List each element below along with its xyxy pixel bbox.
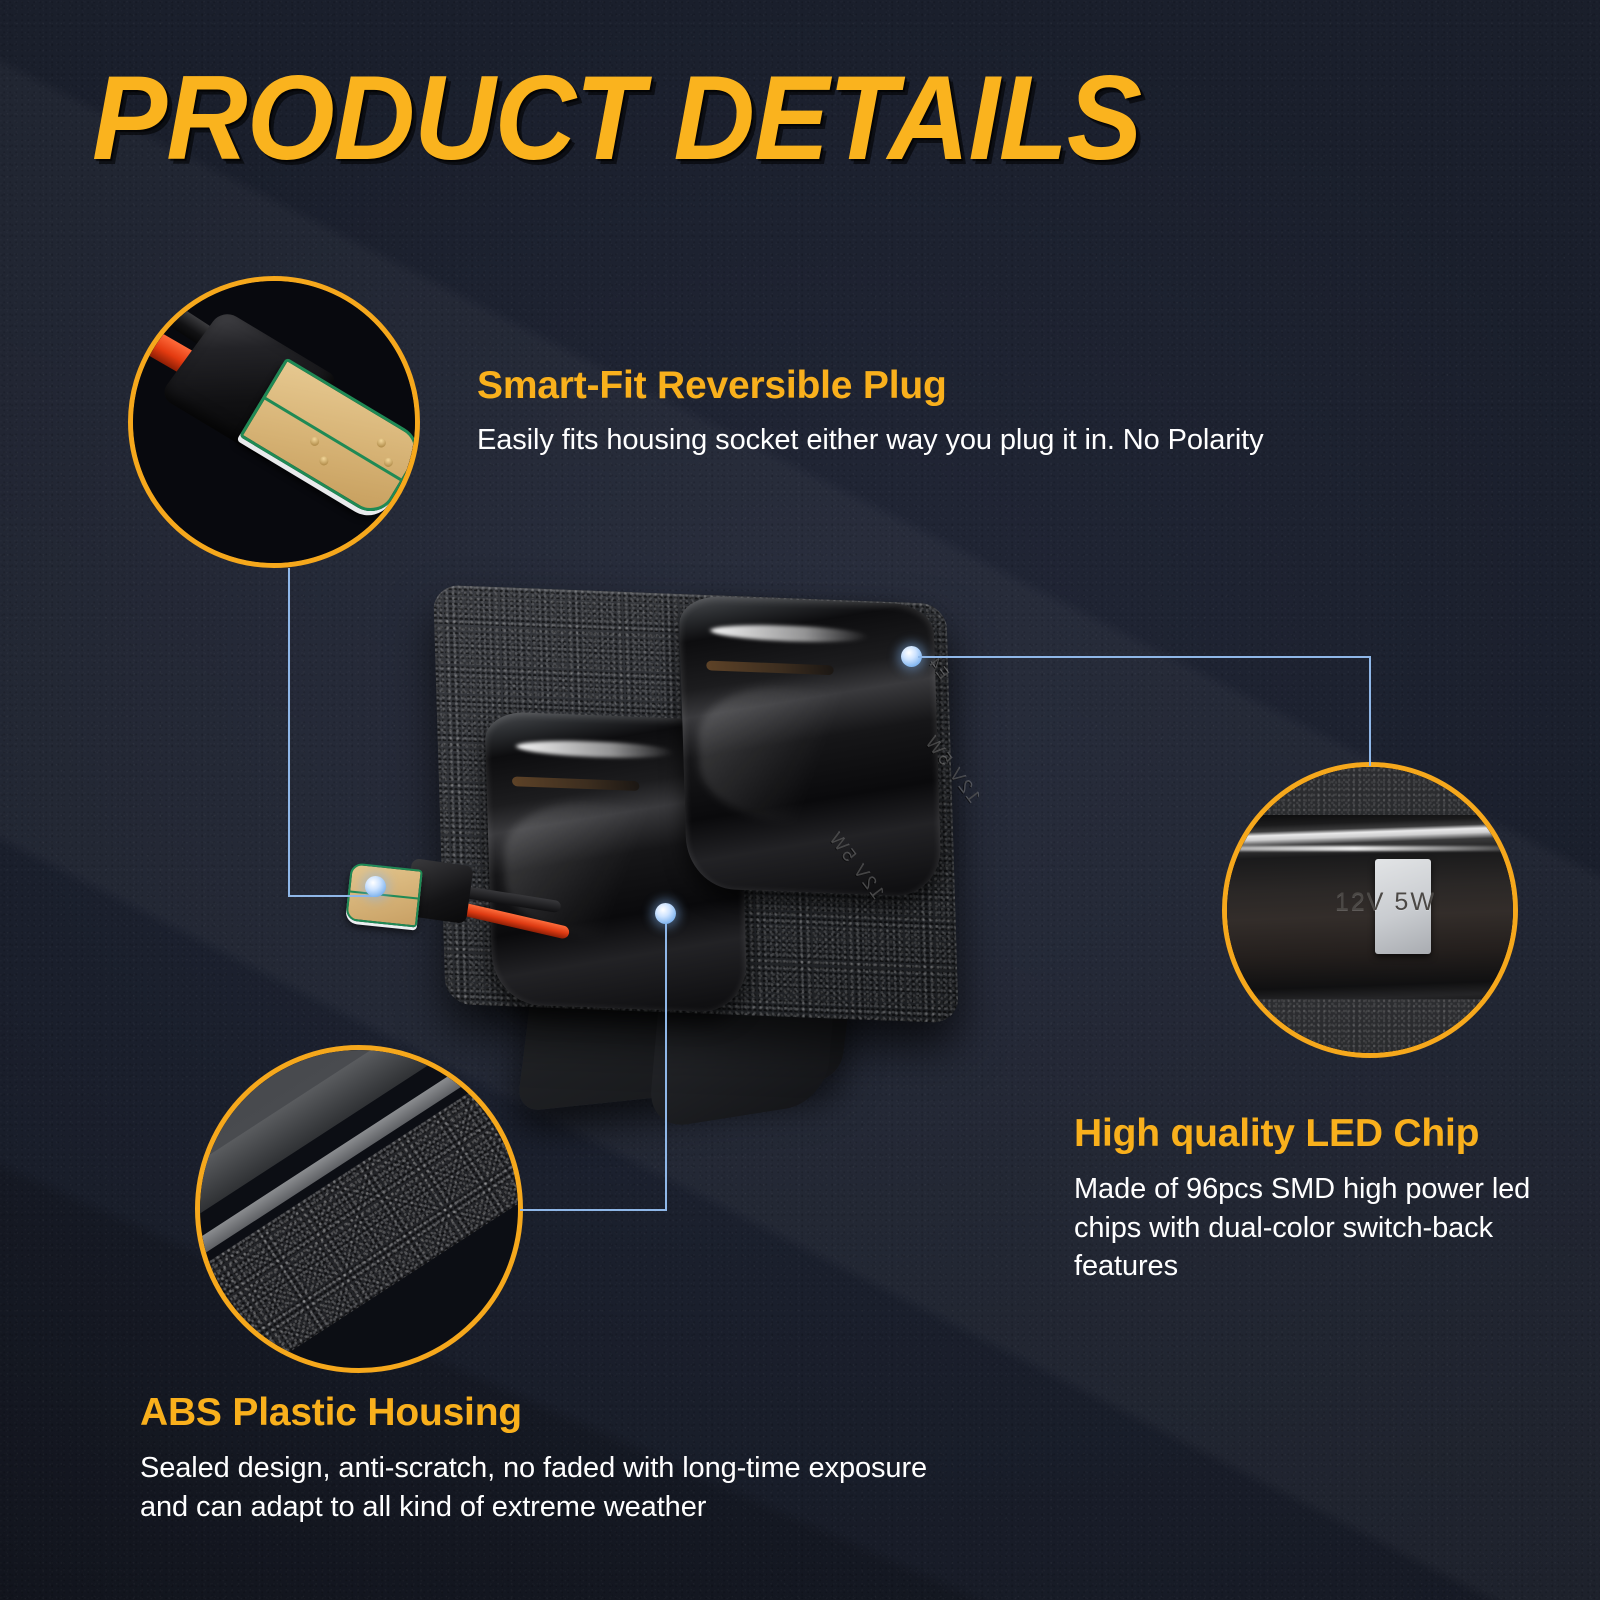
leader-line-led-horizontal — [918, 656, 1370, 658]
led-lens-surface — [1227, 815, 1513, 1009]
leader-line-plug-horizontal — [288, 895, 376, 897]
plug-contact-pad — [375, 436, 388, 450]
lens-led-strip-right — [705, 660, 834, 676]
plug-contact-pad — [308, 435, 321, 448]
product-lens-pod-right — [678, 595, 942, 898]
callout-body-abs: Sealed design, anti-scratch, no faded wi… — [140, 1452, 928, 1523]
hotspot-dot-plug — [365, 876, 386, 897]
abs-closeup-scene — [200, 1050, 518, 1368]
hotspot-dot-abs — [655, 903, 676, 924]
leader-line-led-vertical — [1369, 656, 1371, 766]
callout-circle-led: 12V 5W — [1222, 762, 1518, 1058]
led-bezel-texture-bottom — [1227, 999, 1513, 1053]
callout-heading-abs: ABS Plastic Housing — [140, 1391, 522, 1434]
leader-line-abs-vertical — [665, 922, 667, 1210]
plug-contact-pad — [317, 454, 331, 468]
page-title: PRODUCT DETAILS — [92, 51, 1142, 185]
plug-contact-pad — [382, 456, 395, 469]
callout-heading-plug: Smart-Fit Reversible Plug — [477, 364, 947, 407]
plug-closeup-scene — [133, 281, 415, 563]
callout-heading-led: High quality LED Chip — [1074, 1112, 1480, 1155]
lens-led-strip-left — [511, 776, 640, 791]
led-chip-marking: 12V 5W — [1335, 888, 1436, 916]
leader-line-plug-vertical — [288, 568, 290, 896]
product-photo: 12V 5W 12V 5W E4 — [424, 542, 1064, 1162]
hotspot-dot-led — [901, 646, 922, 667]
callout-circle-abs — [195, 1045, 523, 1373]
led-chip-body — [1375, 859, 1431, 954]
callout-body-plug: Easily fits housing socket either way yo… — [477, 424, 1264, 456]
led-closeup-scene: 12V 5W — [1227, 767, 1513, 1053]
callout-body-led: Made of 96pcs SMD high power led chips w… — [1074, 1173, 1531, 1283]
callout-circle-plug — [128, 276, 420, 568]
leader-line-abs-horizontal — [520, 1209, 667, 1211]
